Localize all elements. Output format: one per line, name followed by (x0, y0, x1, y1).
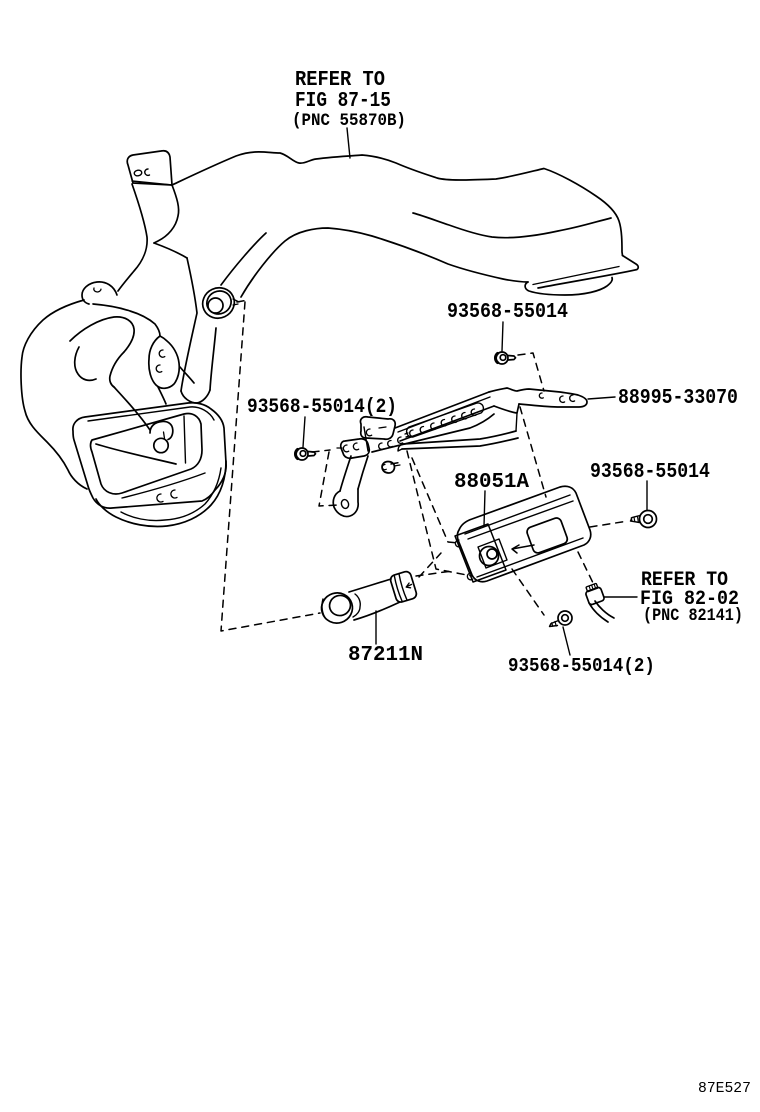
svg-text:REFER TO: REFER TO (295, 67, 385, 91)
svg-text:87E527: 87E527 (698, 1081, 751, 1097)
svg-text:REFER TO: REFER TO (641, 568, 728, 591)
svg-text:88051A: 88051A (454, 470, 529, 494)
svg-text:88995-33070: 88995-33070 (618, 386, 738, 410)
svg-text:93568-55014: 93568-55014 (590, 460, 710, 484)
svg-text:(PNC 82141): (PNC 82141) (643, 605, 743, 625)
svg-text:87211N: 87211N (348, 643, 423, 667)
svg-text:(PNC 55870B): (PNC 55870B) (292, 111, 406, 131)
svg-text:93568-55014(2): 93568-55014(2) (247, 395, 397, 418)
svg-text:FIG 87-15: FIG 87-15 (295, 89, 391, 113)
svg-text:FIG 82-02: FIG 82-02 (640, 587, 739, 610)
svg-text:93568-55014(2): 93568-55014(2) (508, 655, 655, 677)
svg-text:93568-55014: 93568-55014 (447, 300, 568, 323)
